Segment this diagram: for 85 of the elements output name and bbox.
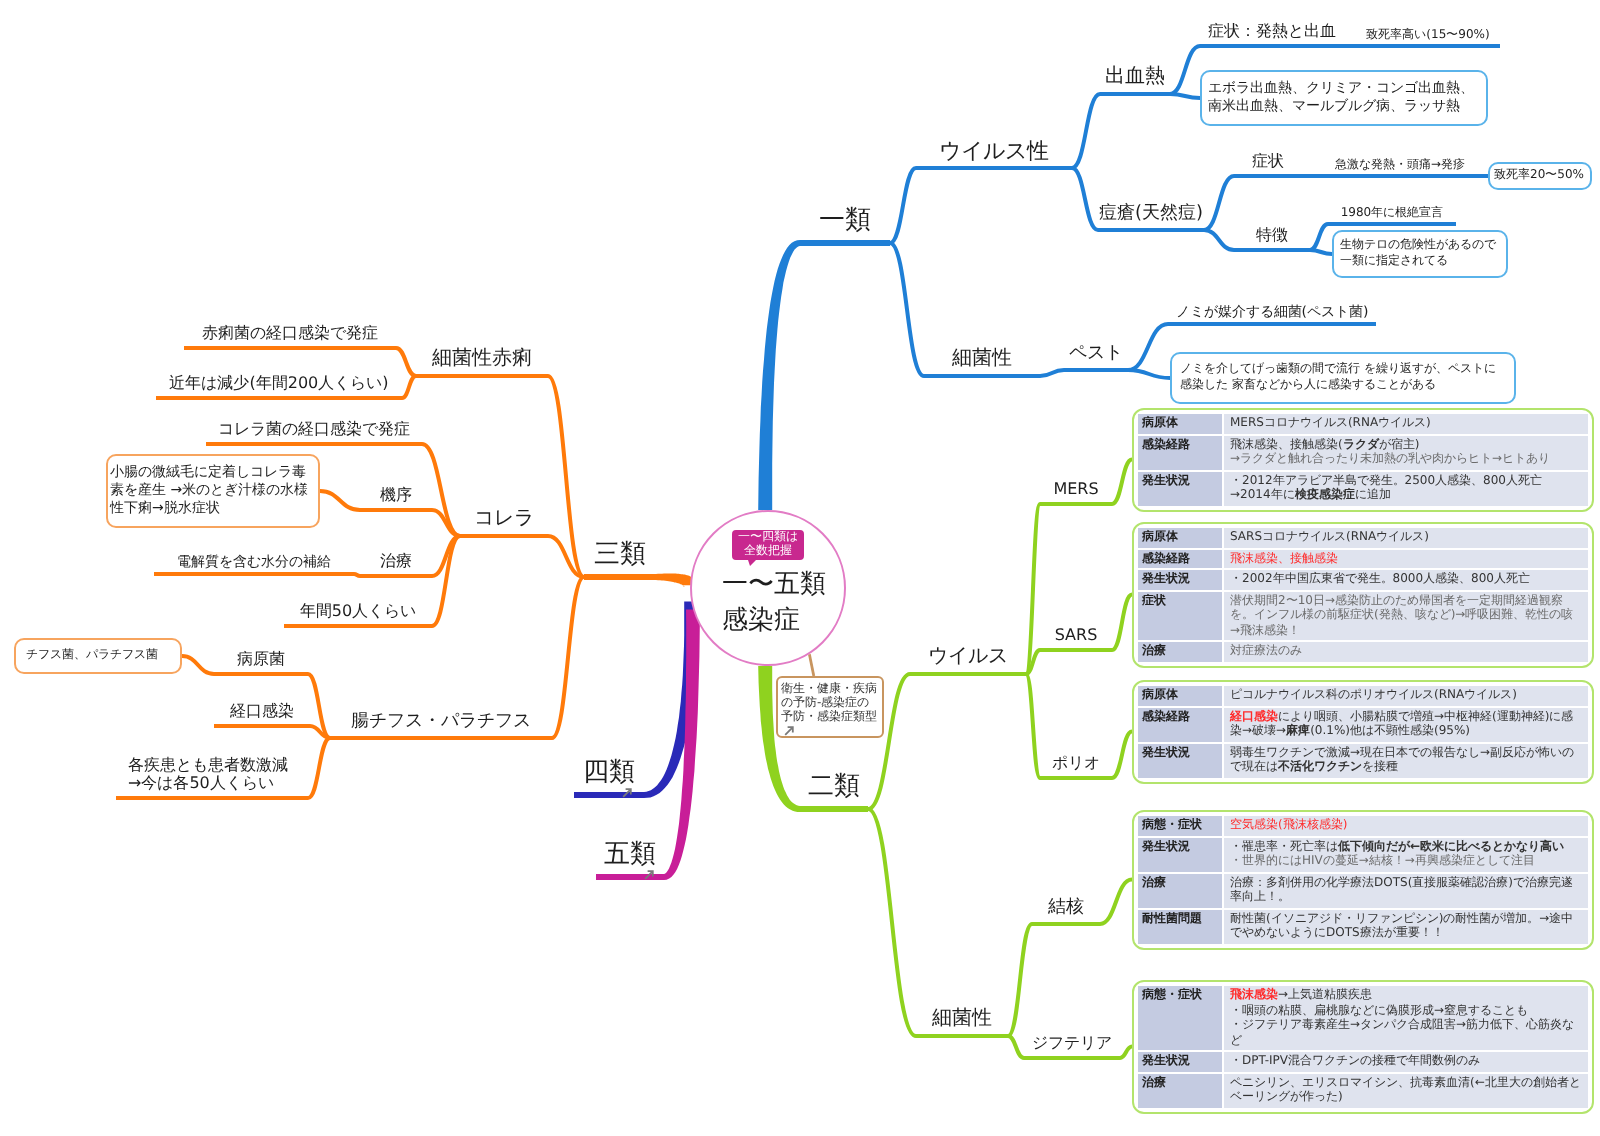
topic-label: 細菌性赤痢 — [416, 334, 548, 378]
topic-label: 特徴 — [1234, 218, 1310, 252]
branch-line — [1025, 648, 1041, 676]
branch-line — [421, 442, 461, 538]
topic-label: 出血熱 — [1100, 54, 1170, 96]
topic-label: 五類 — [596, 832, 664, 880]
branch-line — [431, 534, 461, 628]
info-table — [1132, 522, 1594, 667]
topic-label: 痘瘡(天然痘) — [1098, 192, 1204, 232]
branch-line — [1309, 222, 1329, 252]
main-branch — [664, 609, 700, 880]
branch-line — [1169, 44, 1201, 96]
topic-label: 細菌性 — [916, 998, 1008, 1038]
topic-label: 各疾患とも患者数激減→今は各50人くらい — [116, 738, 308, 800]
branch-line — [1309, 248, 1333, 256]
branch-line — [888, 241, 926, 378]
branch-line — [1007, 1034, 1025, 1060]
branch-line — [307, 672, 331, 740]
branch-line — [1111, 457, 1133, 506]
topic-label: ウイルス性 — [916, 128, 1072, 170]
branch-line — [1024, 672, 1042, 780]
topic-label: ジフテリア — [1024, 1024, 1120, 1060]
branch-line — [1203, 174, 1235, 232]
branch-line — [395, 346, 417, 378]
branch-line — [866, 807, 918, 1038]
branch-line — [319, 489, 361, 512]
branch-line — [1203, 228, 1235, 252]
topic-label: SARS — [1040, 618, 1112, 652]
topic-label: コレラ菌の経口感染で発症 — [206, 410, 422, 446]
branch-line — [1127, 368, 1171, 380]
branch-line — [1071, 92, 1101, 170]
topic-label: ペスト — [1064, 332, 1128, 372]
branch-line — [1119, 1044, 1133, 1060]
branch-line — [1127, 322, 1169, 372]
branch-line — [431, 534, 461, 578]
topic-label: ポリオ — [1040, 744, 1112, 780]
branch-line — [1006, 922, 1034, 1038]
branch-line — [1039, 368, 1065, 378]
branch-line — [1024, 503, 1042, 675]
center-title: 一〜五類感染症 — [722, 568, 828, 640]
topic-label: 腸チフス・パラチフス — [330, 696, 552, 740]
branch-line — [401, 374, 417, 400]
topic-label: コレラ — [460, 498, 548, 538]
topic-label: 細菌性 — [924, 338, 1040, 378]
topic-label: 機序 — [360, 474, 432, 512]
branch-line — [307, 736, 331, 800]
topic-label: 赤痢菌の経口感染で発症 — [184, 314, 396, 350]
branch-line — [889, 166, 917, 245]
branch-line — [1484, 174, 1488, 178]
topic-label: 病原菌 — [214, 636, 308, 676]
topic-label: 症状 — [1234, 144, 1302, 178]
topic-label: 四類 — [574, 750, 644, 798]
info-table — [1132, 680, 1594, 783]
branch-line — [1302, 174, 1316, 178]
memo-box — [776, 676, 884, 738]
branch-line — [867, 672, 911, 811]
branch-line — [431, 508, 461, 538]
info-table — [1132, 810, 1594, 949]
main-branch — [758, 240, 800, 510]
topic-label: 経口感染 — [214, 690, 310, 728]
branch-line — [546, 374, 586, 579]
branch-line — [1111, 592, 1133, 652]
topic-label: 年間50人くらい — [284, 590, 432, 628]
branch-line — [547, 534, 585, 579]
topic-label: 結核 — [1032, 890, 1100, 926]
info-table — [1132, 408, 1594, 511]
topic-label: 近年は減少(年間200人くらい) — [156, 364, 402, 400]
topic-label: 三類 — [584, 532, 656, 580]
branch-line — [309, 724, 331, 740]
branch-line — [550, 575, 586, 740]
branch-line — [1111, 729, 1133, 780]
topic-label: 治療 — [360, 540, 432, 578]
branch-line — [1344, 44, 1356, 48]
branch-line — [1169, 92, 1201, 100]
branch-line — [353, 572, 361, 578]
main-branch — [758, 666, 800, 812]
branch-line — [181, 654, 215, 676]
info-table — [1132, 980, 1594, 1113]
topic-label: MERS — [1040, 472, 1112, 506]
topic-label: 症状：発熱と出血 — [1200, 12, 1344, 48]
topic-label: 一類 — [800, 198, 890, 246]
topic-label: ウイルス — [910, 636, 1026, 676]
topic-label: 二類 — [800, 764, 868, 812]
branch-line — [1071, 166, 1099, 232]
branch-line — [1099, 877, 1133, 926]
